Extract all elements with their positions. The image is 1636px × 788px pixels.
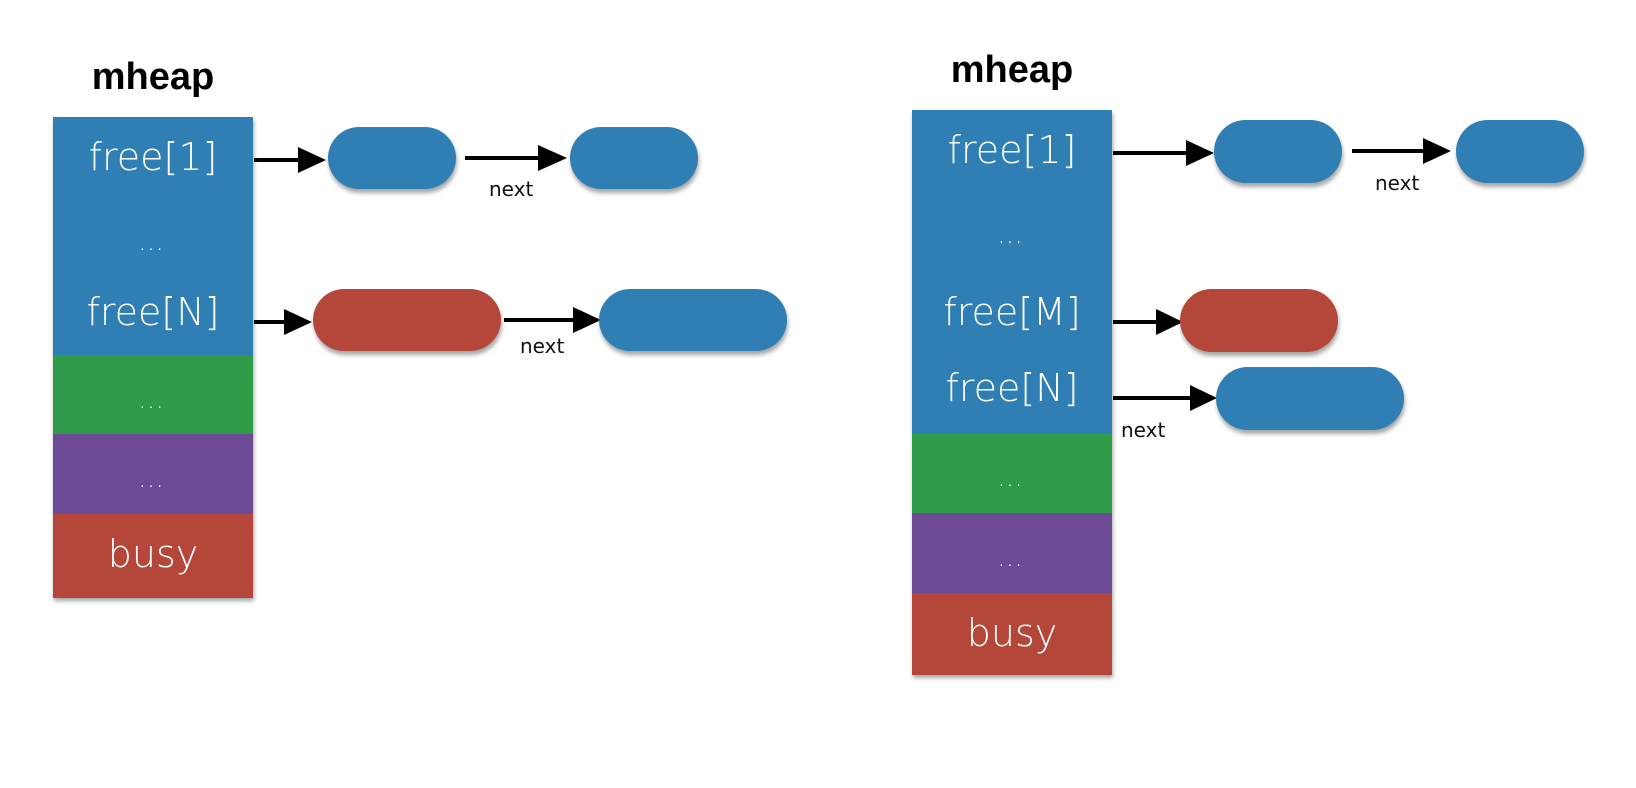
ellipsis: … <box>138 227 168 257</box>
segment-label: busy <box>966 611 1058 655</box>
span-node <box>599 289 787 351</box>
ellipsis: … <box>997 463 1027 493</box>
mheap-stack: free[1] … free[N] … … busy <box>53 117 253 598</box>
arrow-right-freeN <box>1113 385 1217 411</box>
ellipsis: … <box>997 220 1027 250</box>
stack-segment-mid-1: … <box>912 433 1112 513</box>
arrow-left-freeN-next <box>504 307 601 333</box>
arrow-right-free1 <box>1113 140 1214 166</box>
next-label: next <box>489 177 534 201</box>
segment-label: free[N] <box>945 366 1079 410</box>
mheap-title: mheap <box>950 49 1074 91</box>
next-label: next <box>1375 171 1420 195</box>
span-node <box>1214 120 1342 183</box>
next-label: next <box>520 334 565 358</box>
stack-segment-busy: busy <box>912 593 1112 675</box>
next-label: next <box>1121 418 1166 442</box>
mheap-title: mheap <box>91 56 215 98</box>
arrow-left-free1-next <box>465 145 567 171</box>
ellipsis: … <box>138 385 168 415</box>
span-node-busy <box>313 289 501 351</box>
span-node <box>1216 367 1404 430</box>
segment-label: free[M] <box>943 290 1081 334</box>
segment-label: free[1] <box>88 135 218 179</box>
arrow-left-freeN <box>254 309 312 335</box>
ellipsis: … <box>138 464 168 494</box>
stack-segment-mid-2: … <box>912 513 1112 593</box>
span-node-busy <box>1180 289 1338 352</box>
stack-segment-mid-1: … <box>53 355 253 434</box>
mheap-stack: free[1] … free[M] free[N] … … busy <box>912 110 1112 675</box>
span-node <box>1456 120 1584 183</box>
segment-label: busy <box>107 532 199 576</box>
span-node <box>328 127 456 189</box>
arrow-right-freeM <box>1113 309 1183 335</box>
arrow-right-free1-next <box>1352 138 1451 164</box>
segment-label: free[N] <box>86 290 220 334</box>
segment-label: free[1] <box>947 128 1077 172</box>
stack-segment-mid-2: … <box>53 434 253 514</box>
span-node <box>570 127 698 189</box>
arrow-left-free1 <box>254 147 326 173</box>
stack-segment-free: free[1] … free[M] free[N] <box>912 110 1112 433</box>
ellipsis: … <box>997 543 1027 573</box>
stack-segment-free-1: free[1] … free[N] <box>53 117 253 355</box>
stack-segment-busy: busy <box>53 514 253 598</box>
